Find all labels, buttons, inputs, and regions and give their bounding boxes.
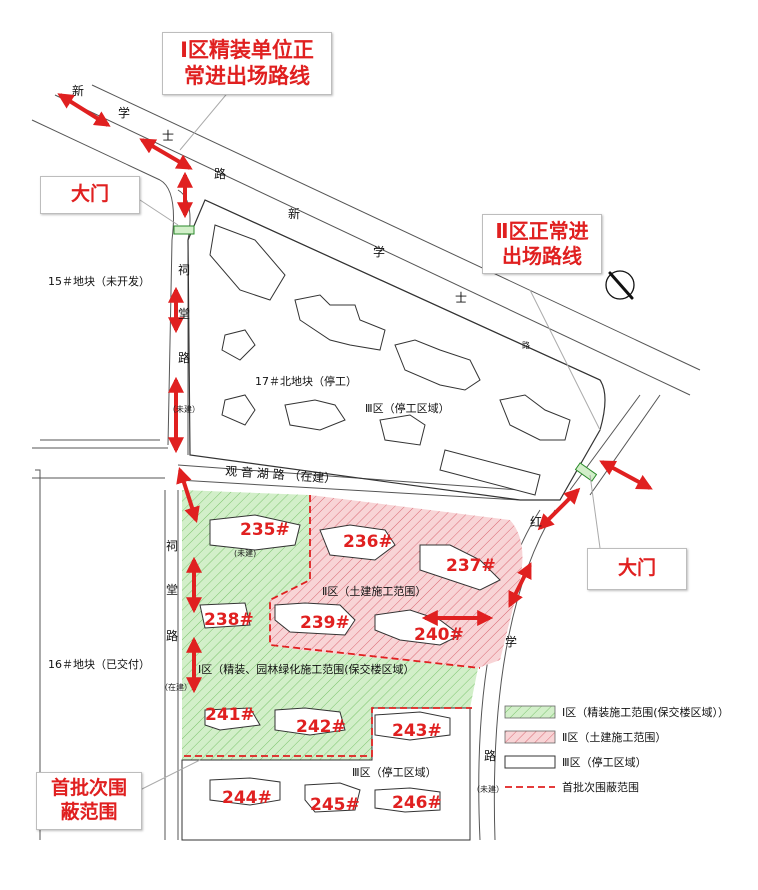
road-note: （在建） — [160, 682, 192, 692]
road-label: 新 — [288, 206, 300, 221]
building-labels: 235# 236# 237# 238# 239# 240# 241# 242# … — [204, 520, 496, 815]
unbuilt-note: (未建) — [234, 548, 256, 558]
road-label: 学 — [373, 244, 385, 259]
legend: Ⅰ区（精装施工范围(保交楼区域）） Ⅱ区（土建施工范围） Ⅲ区（停工区域） 首批… — [504, 705, 729, 794]
zone2-route-line1: Ⅱ区正常进 — [495, 219, 589, 243]
plot16-label: 16＃地块（已交付） — [48, 657, 150, 671]
building-238-label: 238# — [204, 610, 254, 630]
road-label: 路 — [166, 628, 178, 643]
legend-label-zone2: Ⅱ区（土建施工范围） — [562, 730, 666, 744]
road-hongxue: 红 学 路 （未建） — [472, 514, 542, 794]
zone1-area — [182, 490, 478, 760]
road-note: （未建） — [472, 784, 504, 794]
road-xinxueshi-upper: 新 学 士 路 — [72, 83, 226, 181]
building-245-label: 245# — [310, 795, 360, 815]
building-241-label: 241# — [205, 705, 255, 725]
road-label: 新 — [72, 83, 84, 98]
building-246-label: 246# — [392, 793, 442, 813]
building-235-label: 235# — [240, 520, 290, 540]
legend-swatch-zone1 — [504, 705, 556, 719]
road-label: 祠 — [178, 263, 190, 277]
road-label: 路 — [522, 340, 530, 350]
road-label: 学 — [505, 634, 517, 649]
road-label: 路 — [484, 748, 496, 763]
zone3-north-label: Ⅲ区（停工区域） — [365, 401, 450, 415]
building-239-label: 239# — [300, 613, 350, 633]
east-gate-text: 大门 — [617, 557, 656, 579]
road-label: 路 — [178, 350, 190, 365]
road-label: 堂 — [166, 583, 178, 597]
building-242-label: 242# — [296, 717, 346, 737]
building-240-label: 240# — [414, 625, 464, 645]
road-citang-south: 祠 堂 路 （在建） — [160, 539, 192, 692]
route-arrows — [57, 93, 653, 694]
legend-label-zone3: Ⅲ区（停工区域） — [562, 755, 647, 769]
building-236-label: 236# — [343, 532, 393, 552]
legend-swatch-zone2 — [504, 730, 556, 744]
zone1-label: Ⅰ区（精装、园林绿化施工范围(保交楼区域） — [198, 662, 415, 676]
zone1-route-line2: 常进出场路线 — [184, 64, 310, 89]
road-xinxueshi-lower: 新 学 士 路 — [288, 206, 530, 350]
road-note: （未建） — [168, 404, 200, 414]
first-batch-enclosure — [184, 495, 481, 757]
first-batch-line1: 首批次围 — [50, 777, 127, 799]
road-label: 堂 — [178, 307, 190, 321]
east-gate-mark — [574, 462, 598, 482]
road-label: 学 — [118, 105, 130, 120]
zone2-route-line2: 出场路线 — [502, 244, 582, 268]
first-batch-callout: 首批次围 蔽范围 — [36, 772, 142, 830]
zone3-south-label: Ⅲ区（停工区域） — [352, 765, 437, 779]
road-citang-north: 祠 堂 路 （未建） — [168, 263, 200, 414]
west-gate-text: 大门 — [70, 183, 109, 205]
building-237-label: 237# — [446, 556, 496, 576]
north-buildings — [209, 224, 571, 496]
road-label: 士 — [455, 291, 467, 305]
legend-swatch-zone3 — [504, 755, 556, 769]
zone2-route-callout: Ⅱ区正常进 出场路线 — [482, 214, 602, 274]
legend-label-enclosure: 首批次围蔽范围 — [562, 780, 639, 794]
north-arrow-icon — [605, 270, 635, 300]
road-label: 祠 — [166, 539, 178, 553]
road-guanyinhu: 观 音 湖 路 （在建） — [225, 463, 337, 486]
zone1-route-line1: Ⅰ区精装单位正 — [180, 38, 314, 62]
west-gate-callout: 大门 — [40, 176, 140, 214]
road-label: 路 — [214, 166, 226, 181]
building-244-label: 244# — [222, 788, 272, 808]
road-label: 士 — [162, 129, 174, 143]
plot17-label: 17＃北地块（停工） — [255, 374, 357, 388]
plot17-boundary — [187, 199, 606, 501]
first-batch-line2: 蔽范围 — [60, 800, 118, 823]
building-243-label: 243# — [392, 721, 442, 741]
callout-leaders — [139, 89, 601, 791]
east-gate-callout: 大门 — [587, 548, 687, 590]
zone2-label: Ⅱ区（土建施工范围） — [322, 584, 426, 598]
zone1-route-callout: Ⅰ区精装单位正 常进出场路线 — [162, 32, 332, 95]
road-label: 红 — [530, 514, 542, 529]
plot15-label: 15＃地块（未开发） — [48, 274, 150, 288]
west-gate-mark — [173, 225, 195, 235]
south-buildings — [199, 514, 501, 813]
legend-label-zone1: Ⅰ区（精装施工范围(保交楼区域）） — [562, 705, 729, 719]
